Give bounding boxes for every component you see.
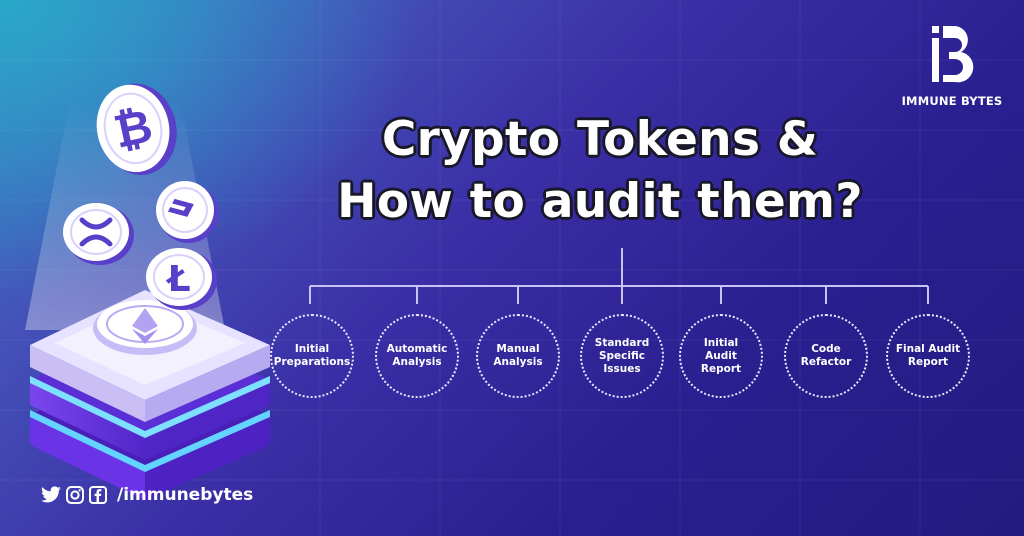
svg-text:Ł: Ł bbox=[165, 259, 190, 300]
step-code-refactor: Code Refactor bbox=[784, 314, 868, 398]
ripple-coin-icon bbox=[63, 203, 134, 265]
facebook-icon[interactable] bbox=[88, 485, 108, 505]
ethereum-coin-icon bbox=[93, 300, 197, 355]
step-final-audit-report: Final Audit Report bbox=[886, 314, 970, 398]
step-standard-specific-issues: Standard Specific Issues bbox=[580, 314, 664, 398]
instagram-icon[interactable] bbox=[65, 485, 85, 505]
step-initial-audit-report: Initial Audit Report bbox=[679, 314, 763, 398]
step-initial-preparations: Initial Preparations bbox=[270, 314, 354, 398]
bitcoin-coin-icon: ₿ bbox=[96, 83, 177, 176]
brand-logo: IMMUNE BYTES bbox=[899, 22, 1005, 108]
step-manual-analysis: Manual Analysis bbox=[476, 314, 560, 398]
immune-bytes-logo-icon bbox=[932, 26, 974, 83]
social-handle[interactable]: /immunebytes bbox=[117, 485, 254, 505]
dash-coin-icon bbox=[156, 181, 219, 243]
step-automatic-analysis: Automatic Analysis bbox=[375, 314, 459, 398]
twitter-icon[interactable] bbox=[40, 486, 62, 504]
social-links: /immunebytes bbox=[40, 485, 253, 505]
crypto-illustration: ₿ Ł bbox=[25, 83, 270, 500]
page-title-line-2: How to audit them? bbox=[337, 174, 863, 229]
page-title-line-1: Crypto Tokens & bbox=[381, 112, 819, 167]
litecoin-coin-icon: Ł bbox=[146, 248, 217, 310]
brand-name: IMMUNE BYTES bbox=[901, 94, 1003, 108]
